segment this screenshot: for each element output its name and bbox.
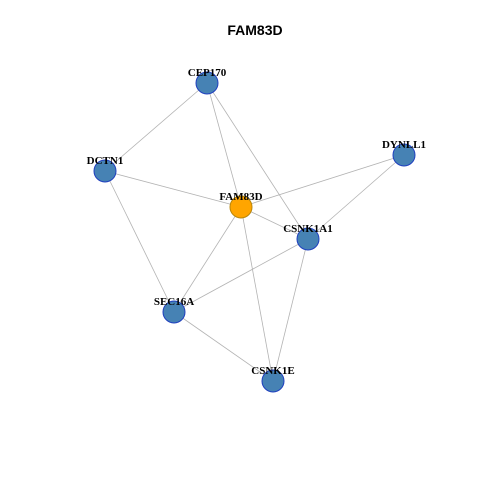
edge-fam83d-sec16a: [173, 206, 242, 313]
edge-dynll1-csnk1a1: [307, 154, 405, 240]
node-label-csnk1e: CSNK1E: [251, 365, 294, 377]
edge-cep170-csnk1a1: [206, 82, 309, 240]
node-circle-dynll1: [392, 143, 416, 167]
node-circle-cep170: [195, 71, 219, 95]
edge-sec16a-csnk1e: [173, 311, 274, 382]
diagram-title: FAM83D: [227, 22, 282, 38]
edge-csnk1a1-csnk1e: [272, 238, 309, 382]
node-label-sec16a: SEC16A: [154, 296, 194, 308]
edges-layer: [104, 82, 405, 382]
edge-dctn1-sec16a: [104, 170, 175, 313]
edge-dynll1-fam83d: [240, 154, 405, 208]
node-fam83d: FAM83D: [219, 191, 263, 219]
edge-cep170-dctn1: [104, 82, 208, 172]
node-sec16a: SEC16A: [154, 296, 194, 324]
node-dctn1: DCTN1: [87, 155, 124, 183]
node-circle-csnk1a1: [296, 227, 320, 251]
node-dynll1: DYNLL1: [382, 139, 426, 167]
node-label-dctn1: DCTN1: [87, 155, 124, 167]
edge-fam83d-csnk1a1: [240, 206, 309, 240]
node-label-csnk1a1: CSNK1A1: [283, 223, 333, 235]
edge-csnk1a1-sec16a: [173, 238, 309, 313]
node-csnk1e: CSNK1E: [251, 365, 295, 393]
edge-dctn1-fam83d: [104, 170, 242, 208]
edge-cep170-fam83d: [206, 82, 242, 208]
node-circle-sec16a: [162, 300, 186, 324]
node-circle-csnk1e: [261, 369, 285, 393]
node-csnk1a1: CSNK1A1: [283, 223, 333, 251]
node-circle-fam83d: [229, 195, 253, 219]
node-circle-dctn1: [93, 159, 117, 183]
node-label-fam83d: FAM83D: [219, 191, 262, 203]
node-label-cep170: CEP170: [188, 67, 227, 79]
edge-fam83d-csnk1e: [240, 206, 274, 382]
node-cep170: CEP170: [188, 67, 227, 95]
node-label-dynll1: DYNLL1: [382, 139, 426, 151]
